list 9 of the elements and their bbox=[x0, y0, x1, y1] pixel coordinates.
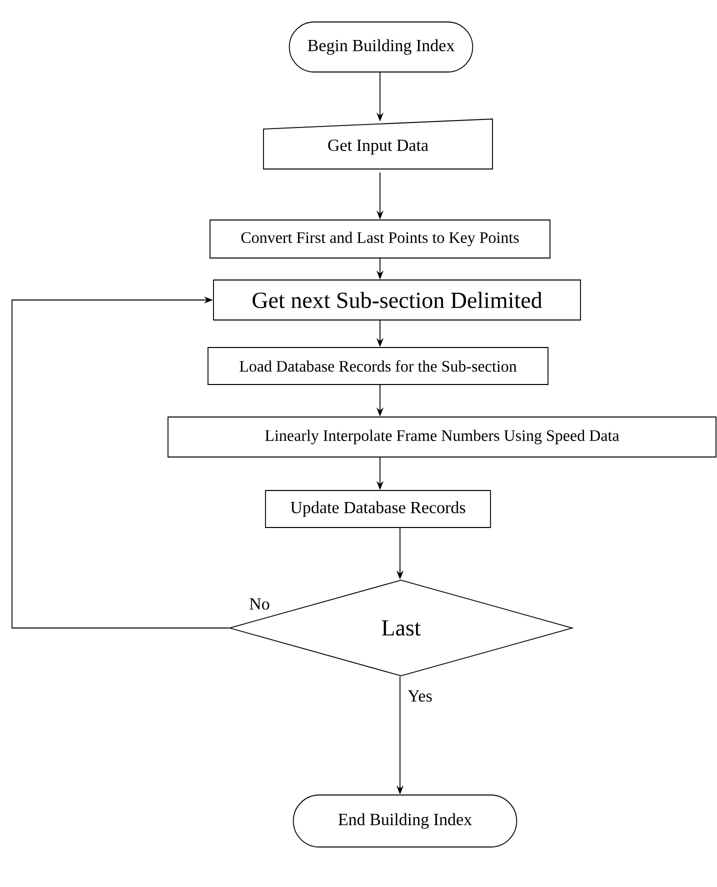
process-box: Linearly Interpolate Frame Numbers Using Speed Data bbox=[168, 416, 716, 458]
edge-label: No bbox=[248, 597, 271, 611]
manual-input-box: Get Input Data bbox=[263, 118, 493, 170]
process-box: Update Database Records bbox=[265, 490, 491, 528]
edge-label: Yes bbox=[406, 689, 434, 703]
arrow bbox=[12, 296, 230, 628]
process-box: Convert First and Last Points to Key Points bbox=[210, 220, 550, 258]
process-box: Get next Sub-section Delimited bbox=[213, 280, 581, 320]
process-box: Load Database Records for the Sub-section bbox=[208, 347, 548, 385]
